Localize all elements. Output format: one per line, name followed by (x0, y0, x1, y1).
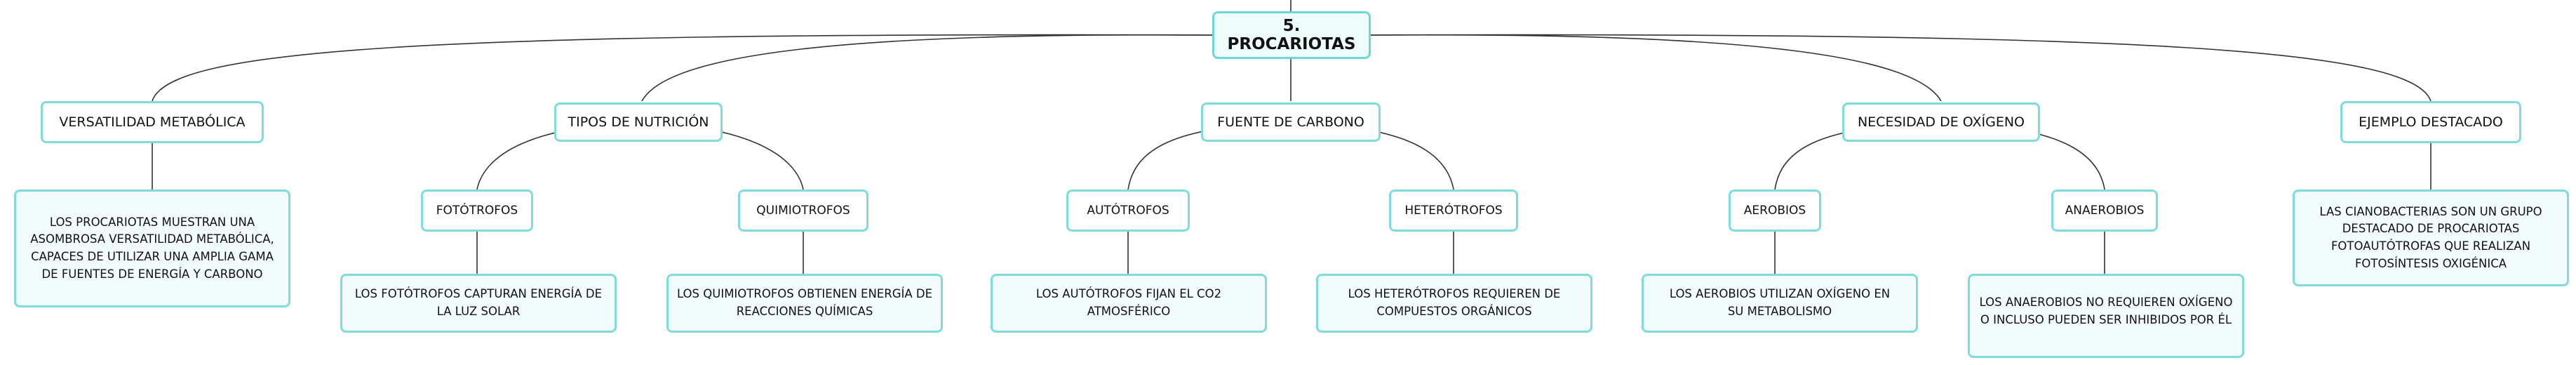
branch-versatilidad-metabolica[interactable]: VERSATILIDAD METABÓLICA (41, 101, 264, 143)
subtopic-label: FOTÓTROFOS (436, 204, 518, 218)
detail-aerobios[interactable]: LOS AEROBIOS UTILIZAN OXÍGENO EN SU META… (1642, 274, 1918, 333)
detail-fototrofos[interactable]: LOS FOTÓTROFOS CAPTURAN ENERGÍA DE LA LU… (340, 274, 617, 333)
branch-label: EJEMPLO DESTACADO (2359, 114, 2503, 130)
root-node[interactable]: 5. PROCARIOTAS (1212, 11, 1371, 59)
subtopic-heterotrofos[interactable]: HETERÓTROFOS (1389, 190, 1518, 232)
detail-autotrofos[interactable]: LOS AUTÓTROFOS FIJAN EL CO2 ATMOSFÉRICO (991, 274, 1267, 333)
subtopic-label: ANAEROBIOS (2065, 204, 2145, 218)
detail-anaerobios[interactable]: LOS ANAEROBIOS NO REQUIEREN OXÍGENO O IN… (1968, 274, 2244, 358)
detail-ejemplo[interactable]: LAS CIANOBACTERIAS SON UN GRUPO DESTACAD… (2293, 190, 2569, 286)
detail-text: LOS HETERÓTROFOS REQUIEREN DE COMPUESTOS… (1348, 287, 1561, 318)
subtopic-label: AEROBIOS (1743, 204, 1806, 218)
detail-heterotrofos[interactable]: LOS HETERÓTROFOS REQUIEREN DE COMPUESTOS… (1316, 274, 1592, 333)
connector-root-necesidad (1370, 34, 1942, 102)
detail-text: LOS ANAEROBIOS NO REQUIEREN OXÍGENO O IN… (1979, 296, 2233, 326)
connector-root-tipos (641, 34, 1213, 102)
connector-root-ejemplo (1370, 34, 2431, 102)
connector-root-versatilidad (152, 34, 1213, 102)
detail-quimiotrofos[interactable]: LOS QUIMIOTROFOS OBTIENEN ENERGÍA DE REA… (666, 274, 943, 333)
subtopic-quimiotrofos[interactable]: QUIMIOTROFOS (738, 190, 868, 232)
root-label: 5. PROCARIOTAS (1227, 17, 1356, 53)
branch-ejemplo-destacado[interactable]: EJEMPLO DESTACADO (2340, 101, 2521, 143)
subtopic-aerobios[interactable]: AEROBIOS (1729, 190, 1821, 232)
detail-text: LOS AUTÓTROFOS FIJAN EL CO2 ATMOSFÉRICO (1035, 287, 1222, 318)
detail-text: LOS QUIMIOTROFOS OBTIENEN ENERGÍA DE REA… (676, 287, 933, 318)
subtopic-fototrofos[interactable]: FOTÓTROFOS (421, 190, 533, 232)
subtopic-label: HETERÓTROFOS (1404, 204, 1503, 218)
subtopic-label: QUIMIOTROFOS (756, 204, 850, 218)
branch-label: TIPOS DE NUTRICIÓN (568, 114, 709, 130)
detail-text: LOS PROCARIOTAS MUESTRAN UNA ASOMBROSA V… (30, 215, 274, 281)
detail-text: LAS CIANOBACTERIAS SON UN GRUPO DESTACAD… (2319, 204, 2542, 270)
branch-fuente-de-carbono[interactable]: FUENTE DE CARBONO (1201, 102, 1381, 142)
subtopic-anaerobios[interactable]: ANAEROBIOS (2051, 190, 2158, 232)
branch-label: NECESIDAD DE OXÍGENO (1857, 114, 2025, 130)
detail-text: LOS AEROBIOS UTILIZAN OXÍGENO EN SU META… (1669, 287, 1891, 318)
branch-tipos-de-nutricion[interactable]: TIPOS DE NUTRICIÓN (554, 102, 723, 142)
branch-necesidad-de-oxigeno[interactable]: NECESIDAD DE OXÍGENO (1842, 102, 2040, 142)
branch-label: VERSATILIDAD METABÓLICA (59, 114, 246, 130)
detail-text: LOS FOTÓTROFOS CAPTURAN ENERGÍA DE LA LU… (354, 287, 603, 318)
subtopic-label: AUTÓTROFOS (1087, 204, 1169, 218)
subtopic-autotrofos[interactable]: AUTÓTROFOS (1066, 190, 1190, 232)
branch-label: FUENTE DE CARBONO (1217, 114, 1364, 130)
detail-versatilidad[interactable]: LOS PROCARIOTAS MUESTRAN UNA ASOMBROSA V… (14, 190, 290, 307)
